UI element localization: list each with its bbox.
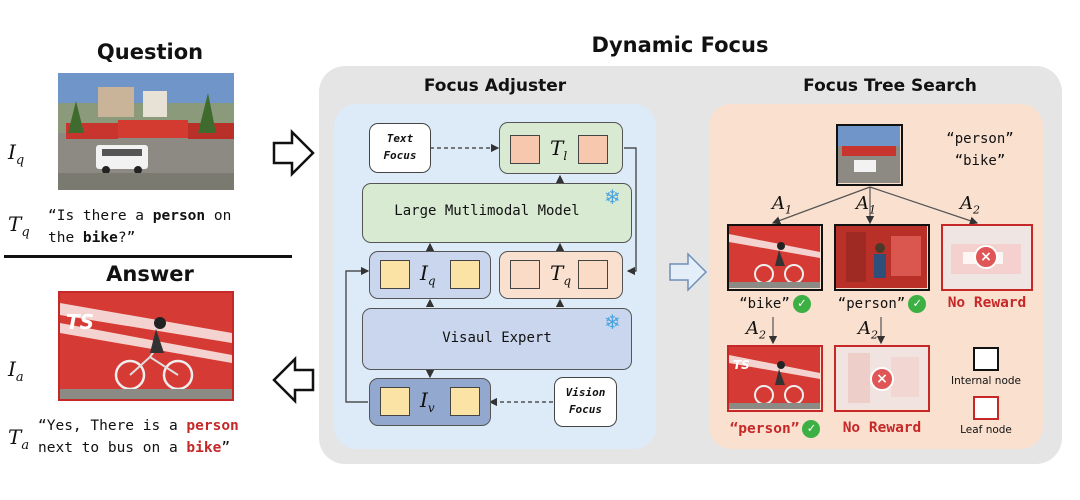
leaf-node-legend-label: Leaf node bbox=[960, 424, 1012, 436]
internal-node-legend-label: Internal node bbox=[950, 375, 1021, 387]
svg-text:TS: TS bbox=[733, 358, 750, 372]
check-icon: ✓ bbox=[802, 420, 821, 438]
focus-tree-search-title: Focus Tree Search bbox=[803, 76, 977, 96]
arrow-right-icon bbox=[669, 252, 708, 292]
tl-token-left bbox=[510, 135, 540, 164]
action-a2-label: A2 bbox=[960, 193, 980, 217]
iq-token-right bbox=[450, 260, 480, 289]
answer-title: Answer bbox=[106, 262, 194, 286]
answer-image: TS bbox=[58, 291, 234, 401]
action-a2-label: A2 bbox=[746, 318, 766, 342]
lmm-block bbox=[362, 183, 632, 243]
tree-node-person bbox=[834, 224, 930, 291]
check-icon: ✓ bbox=[792, 295, 811, 313]
lmm-label: Large Mutlimodal Model bbox=[394, 203, 580, 219]
question-title: Question bbox=[96, 40, 204, 64]
snowflake-icon: ❄ bbox=[604, 310, 621, 334]
iv-token-left bbox=[380, 387, 410, 416]
iv-block-symbol: Iv bbox=[420, 388, 435, 415]
root-query-labels: “person”“bike” bbox=[946, 131, 1014, 169]
divider-line bbox=[4, 255, 292, 258]
no-reward-label: No Reward bbox=[947, 295, 1027, 311]
snowflake-icon: ❄ bbox=[604, 185, 621, 209]
svg-text:TS: TS bbox=[66, 310, 94, 334]
arrow-right-icon bbox=[272, 128, 315, 178]
dynamic-focus-title: Dynamic Focus bbox=[591, 33, 769, 57]
iq-symbol: Iq bbox=[8, 140, 25, 168]
tq-symbol: Tq bbox=[8, 212, 30, 240]
tq-token-left bbox=[510, 260, 540, 289]
iq-block-symbol: Iq bbox=[420, 261, 436, 288]
bike-label: “bike”✓ bbox=[727, 295, 823, 313]
no-reward-label: No Reward bbox=[842, 420, 922, 436]
leaf-node-legend-swatch bbox=[973, 396, 999, 420]
vision-focus-box bbox=[554, 377, 617, 427]
answer-text: “Yes, There is a person next to bus on a… bbox=[38, 418, 239, 456]
iq-token-left bbox=[380, 260, 410, 289]
iv-token-right bbox=[450, 387, 480, 416]
tq-token-right bbox=[578, 260, 608, 289]
tl-token-right bbox=[578, 135, 608, 164]
visual-expert-block bbox=[362, 308, 632, 370]
check-icon: ✓ bbox=[908, 295, 927, 313]
ta-symbol: Ta bbox=[8, 425, 30, 453]
internal-node-legend-swatch bbox=[973, 347, 999, 371]
person-label: “person”✓ bbox=[830, 295, 934, 313]
close-icon: × bbox=[870, 367, 894, 391]
text-focus-box bbox=[369, 123, 431, 173]
action-a1-label: A1 bbox=[856, 193, 876, 217]
tree-leaf-person: TS bbox=[727, 345, 823, 412]
arrow-left-icon bbox=[272, 355, 315, 405]
person-label-red: “person”✓ bbox=[723, 420, 827, 438]
close-icon: × bbox=[974, 245, 998, 269]
tl-symbol: Tl bbox=[550, 136, 568, 163]
ia-symbol: Ia bbox=[8, 357, 24, 385]
question-image bbox=[58, 73, 234, 190]
action-a1-label: A1 bbox=[772, 193, 792, 217]
focus-adjuster-title: Focus Adjuster bbox=[423, 76, 567, 96]
visual-expert-label: Visaul Expert bbox=[442, 330, 552, 346]
tree-node-bike bbox=[727, 224, 823, 291]
question-text: “Is there a person on the bike?” bbox=[48, 208, 232, 246]
tree-root-node bbox=[836, 124, 903, 186]
action-a2-label: A2 bbox=[858, 318, 878, 342]
tq-block-symbol: Tq bbox=[550, 261, 572, 288]
